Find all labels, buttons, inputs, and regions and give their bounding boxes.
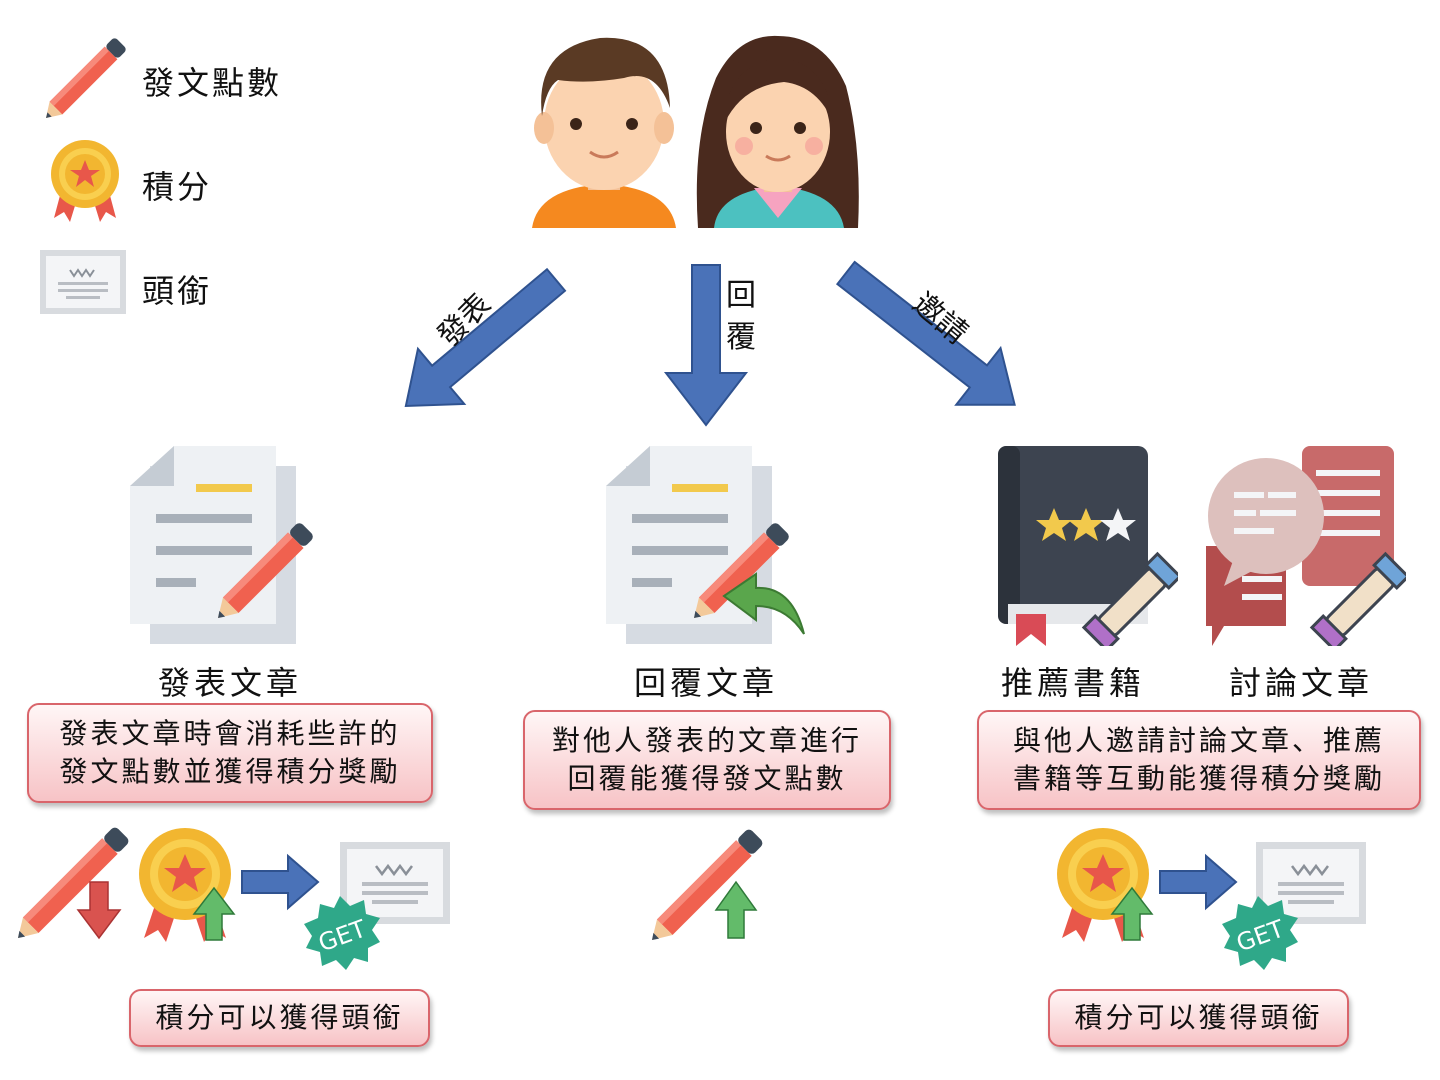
arrow-label-reply-2: 覆	[726, 320, 756, 355]
arrow-reply-icon	[663, 264, 749, 427]
get-badge-icon	[304, 896, 380, 970]
publish-document-icon	[130, 446, 340, 646]
invite-description-box: 與他人邀請討論文章、推薦 書籍等互動能獲得積分獎勵	[977, 710, 1421, 810]
reply-description: 對他人發表的文章進行 回覆能獲得發文點數	[551, 724, 862, 795]
arrows-layer	[380, 255, 1040, 435]
publish-footer-box: 積分可以獲得頭銜	[129, 989, 430, 1047]
boy-avatar-icon	[532, 37, 676, 228]
to-certificate-arrow-icon	[241, 853, 320, 911]
invite-reward-row	[1052, 822, 1382, 982]
medal-icon	[48, 138, 122, 222]
reply-description-box: 對他人發表的文章進行 回覆能獲得發文點數	[523, 710, 891, 810]
legend-label-title: 頭銜	[142, 272, 213, 310]
publish-title: 發表文章	[157, 664, 302, 702]
girl-avatar-icon	[696, 35, 859, 229]
publish-reward-row	[10, 822, 460, 982]
discuss-title: 討論文章	[1228, 664, 1373, 702]
invite-footer: 積分可以獲得頭銜	[1074, 1001, 1323, 1034]
reply-document-icon	[606, 446, 816, 646]
pencil-up-icon	[648, 822, 778, 952]
book-title: 推薦書籍	[1000, 664, 1145, 702]
invite-description: 與他人邀請討論文章、推薦 書籍等互動能獲得積分獎勵	[1012, 724, 1385, 795]
legend: 發文點數 積分 頭銜	[30, 30, 330, 330]
arrow-label-reply-1: 回	[726, 278, 756, 313]
publish-description-box: 發表文章時會消耗些許的 發文點數並獲得積分獎勵	[27, 703, 433, 803]
certificate-icon	[40, 250, 126, 314]
discussion-handshake-icon	[1206, 446, 1406, 646]
users-illustration	[528, 28, 868, 230]
invite-footer-box: 積分可以獲得頭銜	[1048, 989, 1349, 1047]
medal-up-icon	[139, 828, 236, 942]
arrow-publish-icon	[404, 267, 567, 408]
medal-up-icon	[1057, 828, 1154, 942]
legend-label-score: 積分	[142, 168, 213, 206]
arrow-invite-icon	[835, 260, 1016, 406]
get-badge-icon	[1222, 896, 1298, 970]
publish-description: 發表文章時會消耗些許的 發文點數並獲得積分獎勵	[59, 717, 401, 788]
to-certificate-arrow-icon	[1159, 853, 1238, 911]
pencil-down-icon	[18, 827, 129, 940]
legend-label-points: 發文點數	[142, 64, 283, 102]
pencil-icon	[36, 36, 136, 126]
publish-footer: 積分可以獲得頭銜	[155, 1001, 404, 1034]
book-handshake-icon	[998, 446, 1178, 646]
reply-title: 回覆文章	[633, 664, 778, 702]
